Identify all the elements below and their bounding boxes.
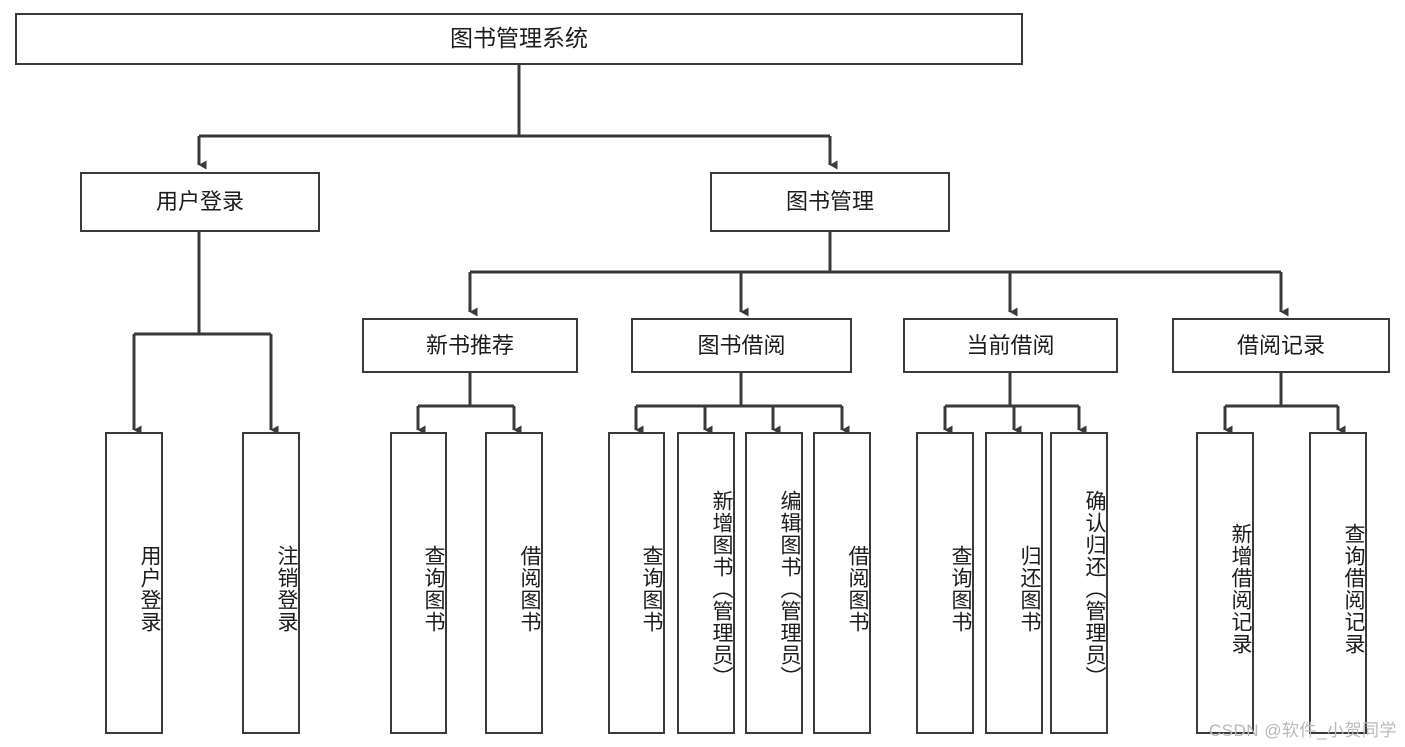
node-label: 借阅图书 (518, 545, 541, 633)
leaf-confirm-return-admin[interactable]: 确认归还（管理员） (1050, 432, 1108, 734)
node-user-login[interactable]: 用户登录 (80, 172, 320, 232)
node-label: 查询借阅记录 (1342, 523, 1365, 655)
leaf-logout-login[interactable]: 注销登录 (242, 432, 300, 734)
node-book-management[interactable]: 图书管理 (710, 172, 950, 232)
node-label: 图书借阅 (697, 332, 786, 358)
node-label: 编辑图书（管理员） (778, 490, 801, 688)
csdn-watermark: CSDN @软件_小贺同学 (1208, 721, 1397, 740)
node-label: 查询图书 (422, 545, 445, 633)
node-label: 新增借阅记录 (1229, 523, 1252, 655)
node-label: 图书管理 (785, 189, 874, 215)
node-book-borrow[interactable]: 图书借阅 (631, 318, 852, 373)
node-label: 借阅记录 (1236, 332, 1325, 358)
node-borrow-record[interactable]: 借阅记录 (1172, 318, 1390, 373)
node-label: 注销登录 (275, 545, 298, 633)
node-label: 借阅图书 (846, 545, 869, 633)
node-label: 查询图书 (949, 545, 972, 633)
node-label: 用户登录 (138, 545, 161, 633)
node-label: 图书管理系统 (450, 25, 588, 52)
leaf-user-login[interactable]: 用户登录 (105, 432, 163, 734)
node-label: 用户登录 (155, 189, 244, 215)
leaf-query-book-new[interactable]: 查询图书 (390, 432, 447, 734)
leaf-return-book[interactable]: 归还图书 (985, 432, 1043, 734)
leaf-add-borrow-record[interactable]: 新增借阅记录 (1196, 432, 1254, 734)
node-label: 当前借阅 (966, 332, 1055, 358)
leaf-add-book-admin[interactable]: 新增图书（管理员） (677, 432, 735, 734)
leaf-edit-book-admin[interactable]: 编辑图书（管理员） (745, 432, 803, 734)
leaf-query-book-current[interactable]: 查询图书 (916, 432, 974, 734)
leaf-borrow-book[interactable]: 借阅图书 (813, 432, 871, 734)
leaf-query-borrow-record[interactable]: 查询借阅记录 (1309, 432, 1367, 734)
node-label: 查询图书 (640, 545, 663, 633)
leaf-query-book-borrow[interactable]: 查询图书 (608, 432, 665, 734)
node-label: 新增图书（管理员） (710, 490, 733, 688)
node-label: 确认归还（管理员） (1083, 490, 1106, 688)
node-label: 归还图书 (1018, 545, 1041, 633)
node-current-borrow[interactable]: 当前借阅 (903, 318, 1118, 373)
node-root-book-management-system[interactable]: 图书管理系统 (15, 13, 1023, 65)
node-label: 新书推荐 (425, 332, 514, 358)
node-new-book-recommend[interactable]: 新书推荐 (362, 318, 578, 373)
leaf-borrow-book-new[interactable]: 借阅图书 (485, 432, 543, 734)
